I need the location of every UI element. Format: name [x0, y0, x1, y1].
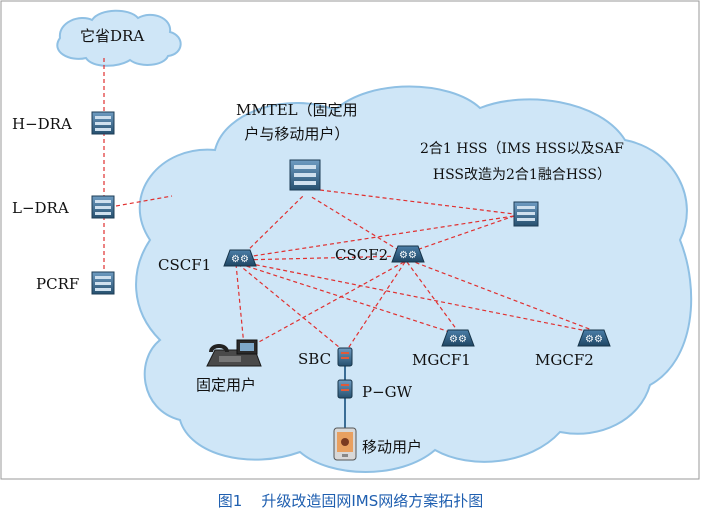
hss-server-icon: [513, 201, 539, 227]
figure-title: 升级改造固网IMS网络方案拓扑图: [261, 492, 484, 510]
svg-text:⚙⚙: ⚙⚙: [585, 334, 603, 345]
mobile-user-label: 移动用户: [362, 438, 423, 456]
cscf1-router-icon: ⚙⚙: [223, 249, 257, 267]
l-dra-label: L−DRA: [12, 199, 69, 217]
svg-text:⚙⚙: ⚙⚙: [231, 254, 249, 265]
link-cscf1-sbc: [237, 263, 346, 353]
mmtel-server-icon: [289, 159, 321, 191]
mobile-phone-icon: [333, 427, 357, 461]
h-dra-server-icon: [91, 111, 115, 135]
mgcf2-router-icon: ⚙⚙: [577, 329, 611, 347]
link-cscf2-hss: [404, 215, 515, 255]
cscf2-label: CSCF2: [335, 246, 389, 264]
svg-text:⚙⚙: ⚙⚙: [449, 334, 467, 345]
cscf1-label: CSCF1: [158, 256, 212, 274]
h-dra-label: H−DRA: [12, 115, 72, 133]
pcrf-server-icon: [91, 271, 115, 295]
link-cscf1-mgcf1: [239, 263, 457, 335]
link-mmtel-hss: [319, 189, 515, 215]
hss-label: 2合1 HSS（IMS HSS以及SAF HSS改造为2合1融合HSS）: [420, 141, 624, 183]
link-cscf2-phone: [247, 261, 405, 349]
ims-network-cloud: [135, 85, 693, 473]
fixed-user-label: 固定用户: [196, 376, 257, 394]
pgw-device-icon: [337, 379, 353, 399]
cscf2-router-icon: ⚙⚙: [391, 245, 425, 263]
link-cscf2-mgcf2: [408, 259, 593, 331]
pcrf-label: PCRF: [36, 275, 80, 293]
sbc-label: SBC: [298, 350, 332, 368]
mgcf2-label: MGCF2: [535, 351, 594, 369]
link-cscf2-mmtel: [309, 195, 406, 255]
sbc-device-icon: [337, 347, 353, 367]
other-province-cloud: [56, 9, 182, 67]
link-cscf1-mmtel: [239, 195, 304, 259]
figure-caption: 图1 升级改造固网IMS网络方案拓扑图: [0, 490, 701, 511]
link-cscf2-mgcf1: [406, 261, 458, 331]
l-dra-server-icon: [91, 195, 115, 219]
pgw-label: P−GW: [362, 383, 413, 401]
mgcf1-label: MGCF1: [412, 351, 471, 369]
desk-phone-icon: [206, 339, 262, 367]
figure-number: 图1: [217, 492, 243, 510]
link-cscf1-hss: [239, 215, 515, 259]
mmtel-label: MMTEL（固定用 户与移动用户）: [236, 101, 358, 143]
link-lines: [103, 58, 593, 353]
link-cscf2-sbc: [346, 261, 406, 351]
link-l-dra-cloud: [115, 195, 173, 207]
link-cscf1-mgcf2: [241, 261, 593, 333]
other-province-dra-label: 它省DRA: [80, 27, 145, 45]
svg-text:⚙⚙: ⚙⚙: [399, 250, 417, 261]
mgcf1-router-icon: ⚙⚙: [441, 329, 475, 347]
